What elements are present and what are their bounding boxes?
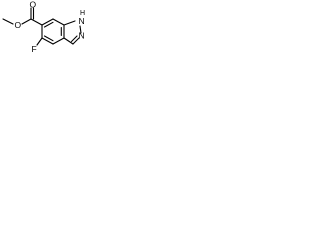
bond-c3-n2-double (70, 35, 78, 43)
bond-c6-c7 (52, 18, 65, 26)
bond-c7a-c3a (52, 37, 65, 45)
atom-nh-hydrogen: H (80, 10, 85, 17)
bond-c7a-n1 (63, 20, 76, 26)
bond-inner-c3a-c4 (43, 35, 54, 42)
bond-ester-o-carbonyl (21, 18, 32, 25)
indazole-ester-structure: O O F N N H (2, 0, 85, 54)
bond-c3-n2 (72, 37, 80, 45)
atom-ester-oxygen: O (15, 20, 22, 30)
bond-carbonyl-ring (30, 18, 43, 26)
atom-fluorine: F (32, 44, 37, 54)
bond-n2-n1 (79, 25, 82, 34)
atom-carbonyl-oxygen: O (30, 0, 37, 10)
atom-nh-nitrogen: N (79, 16, 85, 26)
bond-c5-c6 (41, 18, 54, 26)
bond-c3a-c3 (63, 37, 74, 45)
atom-pyrazole-nitrogen: N (79, 31, 85, 41)
bond-c4-fluorine (36, 37, 43, 46)
bond-c3a-c4 (41, 37, 54, 45)
bond-methyl-ester-o (2, 18, 14, 25)
bond-inner-c5-c6 (43, 21, 54, 28)
